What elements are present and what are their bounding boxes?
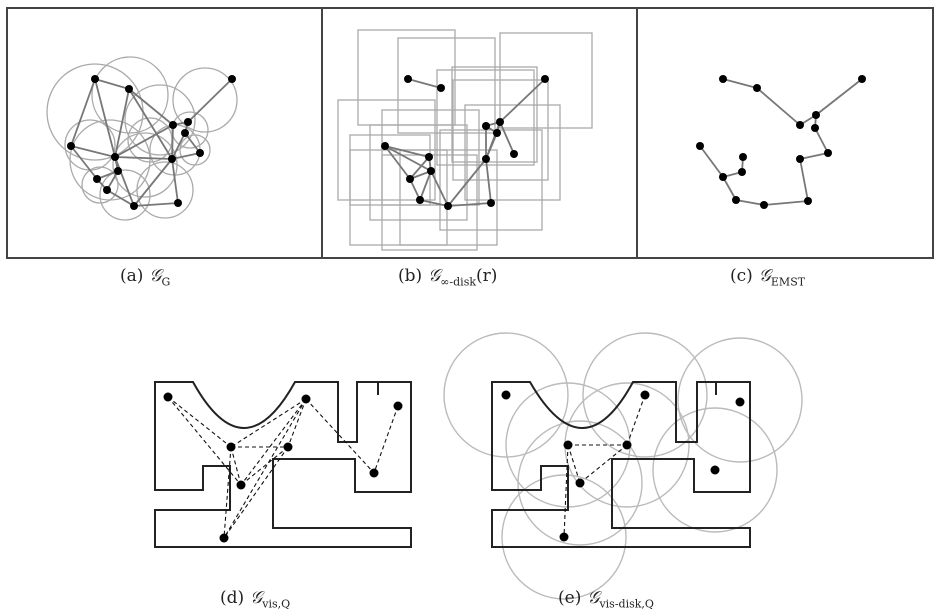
panel-c-nodes	[696, 75, 866, 209]
caption-d-subscript: vis,Q	[262, 597, 291, 611]
caption-b-suffix: (r)	[476, 266, 498, 286]
caption-d-label: (d)	[220, 588, 245, 608]
panel-e-dashed-edges	[563, 394, 646, 538]
caption-a-subscript: G	[161, 275, 171, 289]
caption-a: (a)𝒢G	[120, 266, 170, 288]
panel-b-infinity-disk-graph	[337, 29, 593, 251]
panel-b-range-squares	[337, 29, 593, 251]
caption-b-label: (b)	[398, 266, 423, 286]
caption-c: (c)𝒢EMST	[730, 266, 805, 288]
caption-b-subscript: ∞-disk	[440, 275, 477, 289]
panel-e-nodes	[501, 390, 745, 542]
caption-e-label: (e)	[558, 588, 582, 608]
caption-e: (e)𝒢vis-disk,Q	[558, 588, 654, 610]
panel-a-gabriel-graph	[46, 56, 238, 221]
caption-c-subscript: EMST	[770, 275, 806, 289]
panel-c-emst	[696, 75, 866, 209]
panel-d-dashed-edges	[167, 396, 399, 539]
panel-d-nodes	[163, 392, 403, 543]
caption-a-symbol: 𝒢	[149, 266, 162, 286]
caption-e-symbol: 𝒢	[587, 588, 600, 608]
caption-c-label: (c)	[730, 266, 753, 286]
caption-d: (d)𝒢vis,Q	[220, 588, 290, 610]
top-panels-frame	[6, 7, 934, 259]
caption-a-label: (a)	[120, 266, 144, 286]
panel-e-visibility-disk-graph	[443, 332, 803, 600]
caption-b-symbol: 𝒢	[428, 266, 441, 286]
panel-b-nodes	[381, 75, 549, 210]
panel-a-nodes	[67, 75, 236, 210]
caption-c-symbol: 𝒢	[758, 266, 771, 286]
panel-e-polygon	[491, 381, 751, 548]
panel-d-visibility-graph	[154, 381, 412, 548]
caption-e-subscript: vis-disk,Q	[599, 597, 654, 611]
caption-d-symbol: 𝒢	[250, 588, 263, 608]
panel-c-edges	[699, 78, 863, 206]
caption-b: (b)𝒢∞-disk(r)	[398, 266, 497, 288]
panel-e-range-disks	[443, 332, 803, 600]
panel-d-polygon	[154, 381, 412, 548]
